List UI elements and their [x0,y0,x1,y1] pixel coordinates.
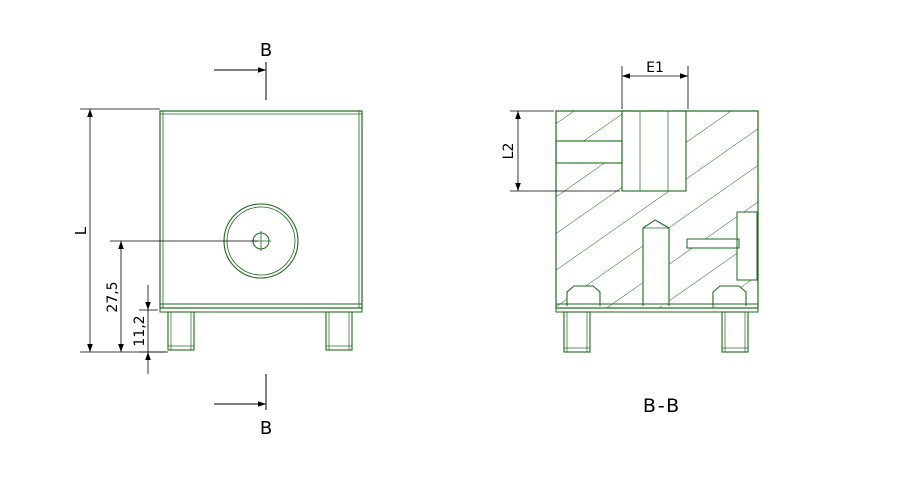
section-foot-right [721,311,749,353]
foot-left [167,311,195,351]
dimension-L: L [72,108,168,353]
foot-right [325,311,353,351]
section-right-channel [736,211,758,281]
section-title: B-B [643,395,681,417]
section-cap-right [712,285,747,306]
section-cross-hole [686,238,740,249]
section-marker-top: B [214,40,272,100]
section-cap-left [566,285,601,306]
dim-L-label: L [72,226,90,235]
dimension-11-2: 11,2 [132,285,166,374]
section-letter-bottom: B [260,418,272,439]
section-foot-left [563,311,591,353]
section-view: E1 L2 B-B [501,60,759,417]
dim-L2-label: L2 [501,143,517,160]
dimension-27-5: 27,5 [105,240,258,352]
section-side-slot [555,140,623,164]
dimension-E1: E1 [621,60,689,109]
dim-11-2-label: 11,2 [132,315,148,346]
section-marker-bottom: B [214,374,272,439]
section-letter-top: B [260,40,272,61]
dim-27-5-label: 27,5 [105,281,121,312]
dim-E1-label: E1 [646,60,664,76]
section-pin [642,219,670,306]
front-view: L 27,5 11,2 B B [72,40,363,439]
dimension-L2: L2 [501,110,620,192]
